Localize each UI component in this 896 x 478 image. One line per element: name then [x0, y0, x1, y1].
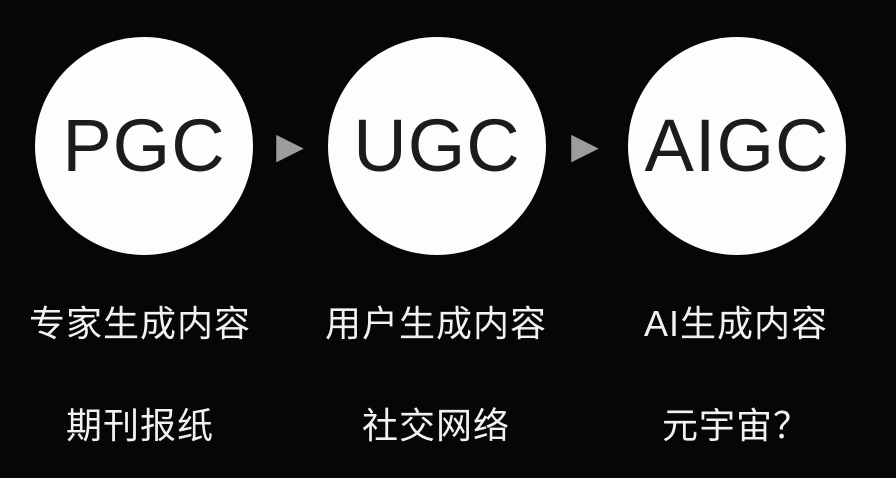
- arrow-right-icon: ▶: [276, 125, 304, 166]
- ugc-circle-label: UGC: [353, 104, 521, 187]
- pgc-description: 专家生成内容: [28, 303, 252, 344]
- ugc-example: 社交网络: [361, 405, 511, 446]
- arrow-right-icon: ▶: [571, 125, 599, 166]
- ugc-description: 用户生成内容: [324, 303, 548, 344]
- aigc-circle: AIGC: [628, 37, 846, 255]
- ugc-circle: UGC: [328, 37, 546, 255]
- aigc-description: AI生成内容: [643, 303, 829, 344]
- pgc-circle: PGC: [35, 37, 253, 255]
- aigc-example: 元宇宙？: [661, 405, 811, 446]
- pgc-example: 期刊报纸: [65, 405, 215, 446]
- aigc-circle-label: AIGC: [644, 104, 830, 187]
- pgc-circle-label: PGC: [62, 104, 226, 187]
